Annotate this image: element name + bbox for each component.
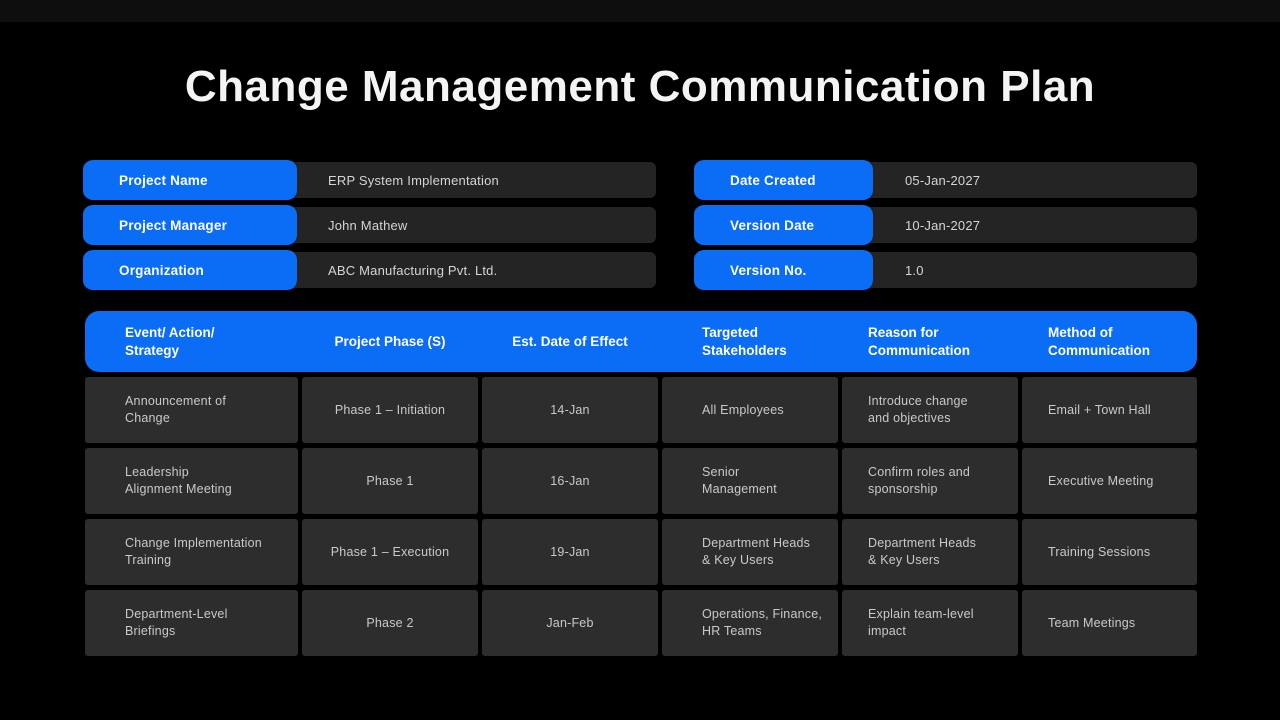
- table-cell: Confirm roles and sponsorship: [842, 448, 1018, 514]
- version-no-field: 1.0 Version No.: [694, 250, 1197, 290]
- table-cell: 16-Jan: [482, 448, 658, 514]
- table-cell: Executive Meeting: [1022, 448, 1197, 514]
- column-header-project-phase: Project Phase (S): [334, 333, 446, 349]
- table-row: Department-Level Briefings Phase 2 Jan-F…: [85, 590, 1197, 656]
- table-row: Leadership Alignment Meeting Phase 1 16-…: [85, 448, 1197, 514]
- table-cell: Email + Town Hall: [1022, 377, 1197, 443]
- table-cell: Training Sessions: [1022, 519, 1197, 585]
- column-header-est-date-of-effect: Est. Date of Effect: [512, 333, 628, 349]
- slide-title: Change Management Communication Plan: [184, 62, 1096, 111]
- table-cell: Introduce change and objectives: [842, 377, 1018, 443]
- table-cell: Phase 1 – Initiation: [302, 377, 478, 443]
- table-cell: Change Implementation Training: [85, 519, 298, 585]
- project-info-right-column: 05-Jan-2027 Date Created 10-Jan-2027 Ver…: [694, 160, 1197, 290]
- table-cell: Department Heads & Key Users: [842, 519, 1018, 585]
- table-cell: Jan-Feb: [482, 590, 658, 656]
- top-bar: [0, 0, 1280, 22]
- table-cell: Department-Level Briefings: [85, 590, 298, 656]
- project-info-section: ERP System Implementation Project Name J…: [83, 160, 1197, 290]
- project-manager-field: John Mathew Project Manager: [83, 205, 656, 245]
- date-created-field: 05-Jan-2027 Date Created: [694, 160, 1197, 200]
- table-cell: Department Heads & Key Users: [662, 519, 838, 585]
- column-header-targeted-stakeholders: Targeted Stakeholders: [702, 324, 787, 358]
- table-cell: Team Meetings: [1022, 590, 1197, 656]
- table-cell: Explain team-level impact: [842, 590, 1018, 656]
- project-manager-value: John Mathew: [328, 217, 408, 233]
- table-row: Announcement of Change Phase 1 – Initiat…: [85, 377, 1197, 443]
- date-created-value: 05-Jan-2027: [905, 172, 981, 188]
- organization-value: ABC Manufacturing Pvt. Ltd.: [328, 262, 498, 278]
- version-date-value: 10-Jan-2027: [905, 217, 981, 233]
- column-header-event-action-strategy: Event/ Action/ Strategy: [125, 324, 215, 358]
- table-cell: Announcement of Change: [85, 377, 298, 443]
- table-cell: Leadership Alignment Meeting: [85, 448, 298, 514]
- organization-field: ABC Manufacturing Pvt. Ltd. Organization: [83, 250, 656, 290]
- column-header-method-of-communication: Method of Communication: [1048, 324, 1151, 358]
- project-manager-label: Project Manager: [83, 205, 297, 245]
- table-header-row: Event/ Action/ Strategy Project Phase (S…: [85, 311, 1197, 372]
- date-created-label: Date Created: [694, 160, 873, 200]
- project-info-left-column: ERP System Implementation Project Name J…: [83, 160, 656, 290]
- version-no-label: Version No.: [694, 250, 873, 290]
- table-cell: 14-Jan: [482, 377, 658, 443]
- table-cell: 19-Jan: [482, 519, 658, 585]
- version-date-field: 10-Jan-2027 Version Date: [694, 205, 1197, 245]
- table-cell: Phase 1: [302, 448, 478, 514]
- organization-label: Organization: [83, 250, 297, 290]
- table-cell: Phase 2: [302, 590, 478, 656]
- table-cell: Operations, Finance, HR Teams: [662, 590, 838, 656]
- table-cell: Senior Management: [662, 448, 838, 514]
- version-date-label: Version Date: [694, 205, 873, 245]
- project-name-field: ERP System Implementation Project Name: [83, 160, 656, 200]
- project-name-label: Project Name: [83, 160, 297, 200]
- table-cell: Phase 1 – Execution: [302, 519, 478, 585]
- project-name-value: ERP System Implementation: [328, 172, 499, 188]
- table-row: Change Implementation Training Phase 1 –…: [85, 519, 1197, 585]
- column-header-reason-for-communication: Reason for Communication: [868, 324, 971, 358]
- table-body: Announcement of Change Phase 1 – Initiat…: [85, 377, 1197, 656]
- communication-plan-table: Event/ Action/ Strategy Project Phase (S…: [85, 311, 1197, 656]
- table-cell: All Employees: [662, 377, 838, 443]
- version-no-value: 1.0: [905, 262, 924, 278]
